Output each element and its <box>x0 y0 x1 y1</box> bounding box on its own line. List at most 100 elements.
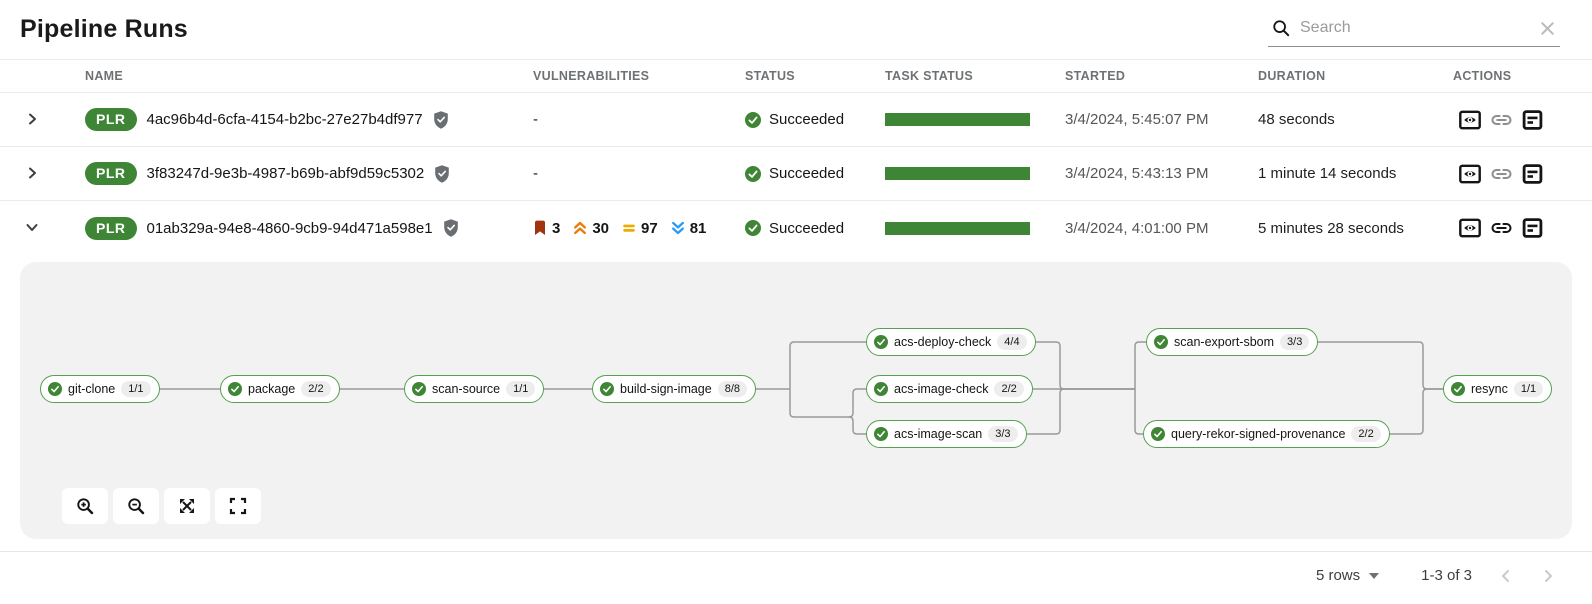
cell-task-status <box>885 113 1065 126</box>
column-header-vulnerabilities: VULNERABILITIES <box>533 69 650 83</box>
task-name: git-clone <box>68 382 116 396</box>
task-success-icon <box>874 335 888 349</box>
cell-task-status <box>885 167 1065 180</box>
task-step-count: 1/1 <box>121 381 151 397</box>
high-severity-icon <box>573 221 587 235</box>
cell-vulnerabilities: 3 30 97 81 <box>533 220 745 237</box>
vuln-critical: 3 <box>533 220 560 237</box>
signed-shield-icon <box>443 219 459 237</box>
link-icon <box>1490 168 1513 180</box>
zoom-in-button[interactable] <box>62 488 108 524</box>
vuln-medium: 97 <box>622 220 658 237</box>
plr-badge: PLR <box>85 108 137 131</box>
cell-name: PLR 01ab329a-94e8-4860-9cb9-94d471a598e1 <box>85 216 533 240</box>
copy-link-button[interactable] <box>1490 222 1513 234</box>
task-success-icon <box>874 427 888 441</box>
status-label: Succeeded <box>769 111 845 128</box>
task-node-acs-image-scan[interactable]: acs-image-scan 3/3 <box>866 420 1027 448</box>
task-node-resync[interactable]: resync 1/1 <box>1443 375 1553 403</box>
chevron-right-icon <box>24 111 40 127</box>
search-input[interactable] <box>1300 19 1529 37</box>
task-success-icon <box>412 382 426 396</box>
fit-to-screen-icon <box>178 497 196 515</box>
cell-actions <box>1453 164 1592 184</box>
column-header-status: STATUS <box>745 69 795 83</box>
pipeline-run-name: 3f83247d-9e3b-4987-b69b-abf9d59c5302 <box>146 165 425 182</box>
caret-down-icon <box>1369 573 1379 579</box>
view-pipeline-run-button[interactable] <box>1459 110 1481 130</box>
task-node-scan-export-sbom[interactable]: scan-export-sbom 3/3 <box>1146 328 1319 356</box>
task-node-git-clone[interactable]: git-clone 1/1 <box>40 375 160 403</box>
link-icon <box>1490 114 1513 126</box>
expand-row-button[interactable] <box>21 162 43 184</box>
cell-status: Succeeded <box>745 111 885 128</box>
task-step-count: 1/1 <box>1513 381 1544 397</box>
rows-per-page-label: 5 rows <box>1315 567 1361 584</box>
view-output-button[interactable] <box>1522 110 1543 130</box>
column-header-task-status: TASK STATUS <box>885 69 974 83</box>
task-node-query-rekor-signed-provenance[interactable]: query-rekor-signed-provenance 2/2 <box>1143 420 1390 448</box>
task-node-package[interactable]: package 2/2 <box>220 375 340 403</box>
task-success-icon <box>228 382 242 396</box>
status-label: Succeeded <box>769 219 845 237</box>
task-success-icon <box>48 382 62 396</box>
eye-icon <box>1459 218 1481 238</box>
zoom-out-icon <box>127 497 146 516</box>
task-name: query-rekor-signed-provenance <box>1171 427 1346 441</box>
vuln-high: 30 <box>573 220 609 237</box>
copy-link-button[interactable] <box>1490 114 1513 126</box>
view-pipeline-run-button[interactable] <box>1459 218 1481 238</box>
task-name: scan-export-sbom <box>1174 335 1275 349</box>
success-status-icon <box>745 166 761 182</box>
previous-page-button[interactable] <box>1498 568 1514 584</box>
cell-started: 3/4/2024, 4:01:00 PM <box>1065 219 1209 237</box>
vulnerabilities-empty: - <box>533 165 538 182</box>
search-box <box>1268 12 1560 47</box>
cell-status: Succeeded <box>745 165 885 182</box>
fullscreen-button[interactable] <box>215 488 261 524</box>
copy-link-button[interactable] <box>1490 168 1513 180</box>
rows-per-page-select[interactable]: 5 rows <box>1316 567 1379 584</box>
task-step-count: 8/8 <box>717 381 748 397</box>
view-output-button[interactable] <box>1522 218 1543 238</box>
task-success-icon <box>1154 335 1168 349</box>
column-header-actions: ACTIONS <box>1453 69 1512 83</box>
cell-expander <box>0 216 85 240</box>
view-pipeline-run-button[interactable] <box>1459 164 1481 184</box>
collapse-row-button[interactable] <box>21 216 43 238</box>
eye-icon <box>1459 110 1481 130</box>
pipeline-graph-edges <box>154 341 1443 435</box>
low-severity-icon <box>671 221 685 235</box>
cell-name: PLR 3f83247d-9e3b-4987-b69b-abf9d59c5302 <box>85 162 533 185</box>
table-row: PLR 4ac96b4d-6cfa-4154-b2bc-27e27b4df977… <box>0 93 1592 147</box>
clear-search-button[interactable] <box>1539 20 1556 37</box>
task-name: acs-deploy-check <box>894 335 992 349</box>
success-status-icon <box>745 220 761 236</box>
pipeline-run-name: 01ab329a-94e8-4860-9cb9-94d471a598e1 <box>146 219 433 237</box>
zoom-out-button[interactable] <box>113 488 159 524</box>
vuln-medium-count: 97 <box>641 219 658 237</box>
task-step-count: 3/3 <box>988 426 1018 442</box>
task-node-acs-image-check[interactable]: acs-image-check 2/2 <box>866 375 1033 403</box>
next-page-button[interactable] <box>1540 568 1556 584</box>
chevron-right-icon <box>1540 568 1556 584</box>
chevron-down-icon <box>24 219 40 235</box>
fit-to-screen-button[interactable] <box>164 488 210 524</box>
cell-vulnerabilities: - <box>533 111 745 128</box>
expand-row-button[interactable] <box>21 108 43 130</box>
view-output-button[interactable] <box>1522 164 1543 184</box>
output-icon <box>1522 164 1543 184</box>
vulnerabilities-empty: - <box>533 111 538 128</box>
task-node-scan-source[interactable]: scan-source 1/1 <box>404 375 545 403</box>
pagination-controls <box>1498 568 1556 584</box>
vuln-high-count: 30 <box>592 219 610 237</box>
plr-badge: PLR <box>85 162 137 185</box>
task-step-count: 2/2 <box>994 381 1024 397</box>
task-node-acs-deploy-check[interactable]: acs-deploy-check 4/4 <box>866 328 1036 356</box>
cell-duration: 48 seconds <box>1258 111 1335 128</box>
task-success-icon <box>1151 427 1165 441</box>
cell-vulnerabilities: - <box>533 165 745 182</box>
output-icon <box>1522 218 1543 238</box>
task-success-icon <box>600 382 614 396</box>
task-node-build-sign-image[interactable]: build-sign-image 8/8 <box>592 375 757 403</box>
